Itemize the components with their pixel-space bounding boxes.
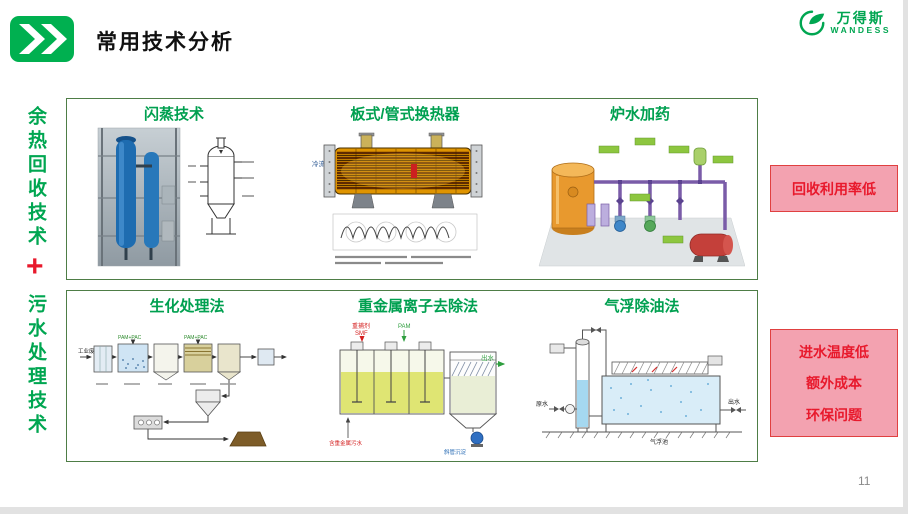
flotation-tank-label: 气浮池 [650, 438, 668, 446]
clarifier-label: 斜管沉淀 [444, 448, 467, 456]
biochemical-panel: 生化处理法 工业废水 PAM+PAC PAM+PAC [77, 295, 297, 458]
boiler-dosing-diagram [538, 137, 745, 267]
callout-water-text-2: 额外成本 [806, 375, 862, 391]
cold-fluid-label: 冷流体 [312, 159, 332, 168]
outlet-label: 出水 [481, 353, 495, 362]
boiler-dosing-panel: 炉水加药 [535, 103, 745, 271]
double-chevron-icon [19, 24, 67, 54]
callout-water-drawbacks: 进水温度低 额外成本 环保问题 [770, 329, 898, 437]
metal-inlet-label: 含重金属污水 [329, 439, 363, 447]
heat-exchanger-diagram: 冷流体 [312, 132, 483, 265]
vertical-label-water-treatment: 污水处理技术 [25, 294, 46, 438]
flotation-outlet-label: 出水 [728, 398, 740, 406]
boiler-dosing-title: 炉水加药 [609, 106, 670, 123]
flash-diagram [97, 127, 254, 267]
pam-label: PAM [398, 324, 411, 330]
callout-water-text-3: 环保问题 [806, 406, 862, 423]
heavy-metal-panel: 重金属离子去除法 重捕剂 SMF [327, 295, 509, 458]
air-flotation-diagram: 原水 [536, 327, 746, 446]
chelating-agent-label-line1: 重捕剂 [352, 322, 370, 330]
heat-exchanger-title: 板式/管式换热器 [350, 106, 460, 123]
page-number: 11 [858, 474, 871, 488]
callout-heat-drawback: 回收利用率低 [770, 165, 898, 212]
flash-title: 闪蒸技术 [143, 106, 204, 123]
wandess-leaf-icon [799, 10, 824, 36]
heavy-metal-title: 重金属离子去除法 [357, 298, 478, 315]
plus-sign: + [26, 250, 44, 283]
brand-text: 万得斯 WANDESS [830, 9, 891, 36]
heat-exchanger-panel: 板式/管式换热器 冷流体 [311, 103, 499, 271]
biochemical-diagram: 工业废水 PAM+PAC PAM+PAC [78, 335, 287, 447]
brand-logo: 万得斯 WANDESS [797, 8, 891, 38]
flotation-inlet-label: 原水 [536, 400, 548, 408]
vertical-label-heat-recovery: 余热回收技术 [25, 106, 46, 250]
callout-water-text-1: 进水温度低 [799, 343, 869, 360]
bio-dosing2-label: PAM+PAC [184, 335, 208, 341]
brand-name-cn: 万得斯 [836, 9, 885, 26]
brand-name-en: WANDESS [830, 25, 891, 36]
page-title: 常用技术分析 [96, 31, 234, 54]
bio-inlet-label: 工业废水 [78, 347, 101, 355]
chevron-badge [10, 16, 74, 62]
biochemical-title: 生化处理法 [149, 298, 225, 315]
heat-recovery-box: 闪蒸技术 [66, 98, 758, 280]
heavy-metal-diagram: 重捕剂 SMF PAM [329, 322, 506, 456]
bio-dosing1-label: PAM+PAC [118, 335, 142, 341]
flash-panel: 闪蒸技术 [89, 103, 259, 268]
chelating-agent-label-line2: SMF [355, 331, 368, 337]
water-treatment-box: 生化处理法 工业废水 PAM+PAC PAM+PAC [66, 290, 758, 462]
air-flotation-title: 气浮除油法 [604, 298, 680, 315]
callout-heat-text: 回收利用率低 [792, 180, 876, 197]
air-flotation-panel: 气浮除油法 [535, 295, 749, 458]
